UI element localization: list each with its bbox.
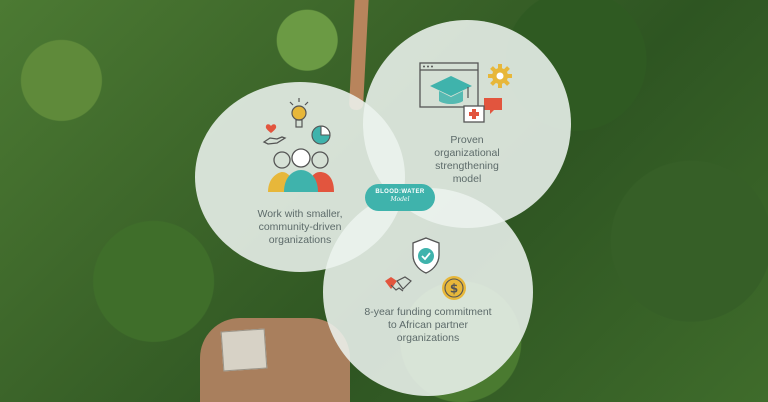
dollar-coin-icon: $ — [442, 276, 466, 300]
gear-icon — [488, 64, 512, 88]
heart-hand-icon — [262, 124, 287, 145]
handshake-icon — [385, 276, 412, 292]
people-group-icon — [268, 148, 334, 192]
medical-chat-icon — [463, 98, 502, 123]
lightbulb-icon — [289, 98, 309, 128]
left-circle-label: Work with smaller, community-driven orga… — [257, 208, 343, 246]
building-roof — [220, 328, 268, 372]
pie-chart-icon — [311, 125, 331, 145]
badge-subtitle: Model — [390, 196, 410, 203]
graduation-cap-icon — [430, 76, 472, 104]
right-circle-label: Proven organizational strengthening mode… — [434, 134, 500, 185]
circle-funding-commitment — [323, 188, 533, 396]
bottom-circle-label: 8-year funding commitment to African par… — [364, 306, 492, 344]
shield-check-icon — [412, 237, 440, 274]
badge-title: BLOOD:WATER — [375, 189, 425, 195]
center-model-badge: BLOOD:WATER Model — [365, 184, 435, 211]
svg-text:$: $ — [450, 282, 458, 296]
browser-window-icon — [419, 62, 479, 108]
